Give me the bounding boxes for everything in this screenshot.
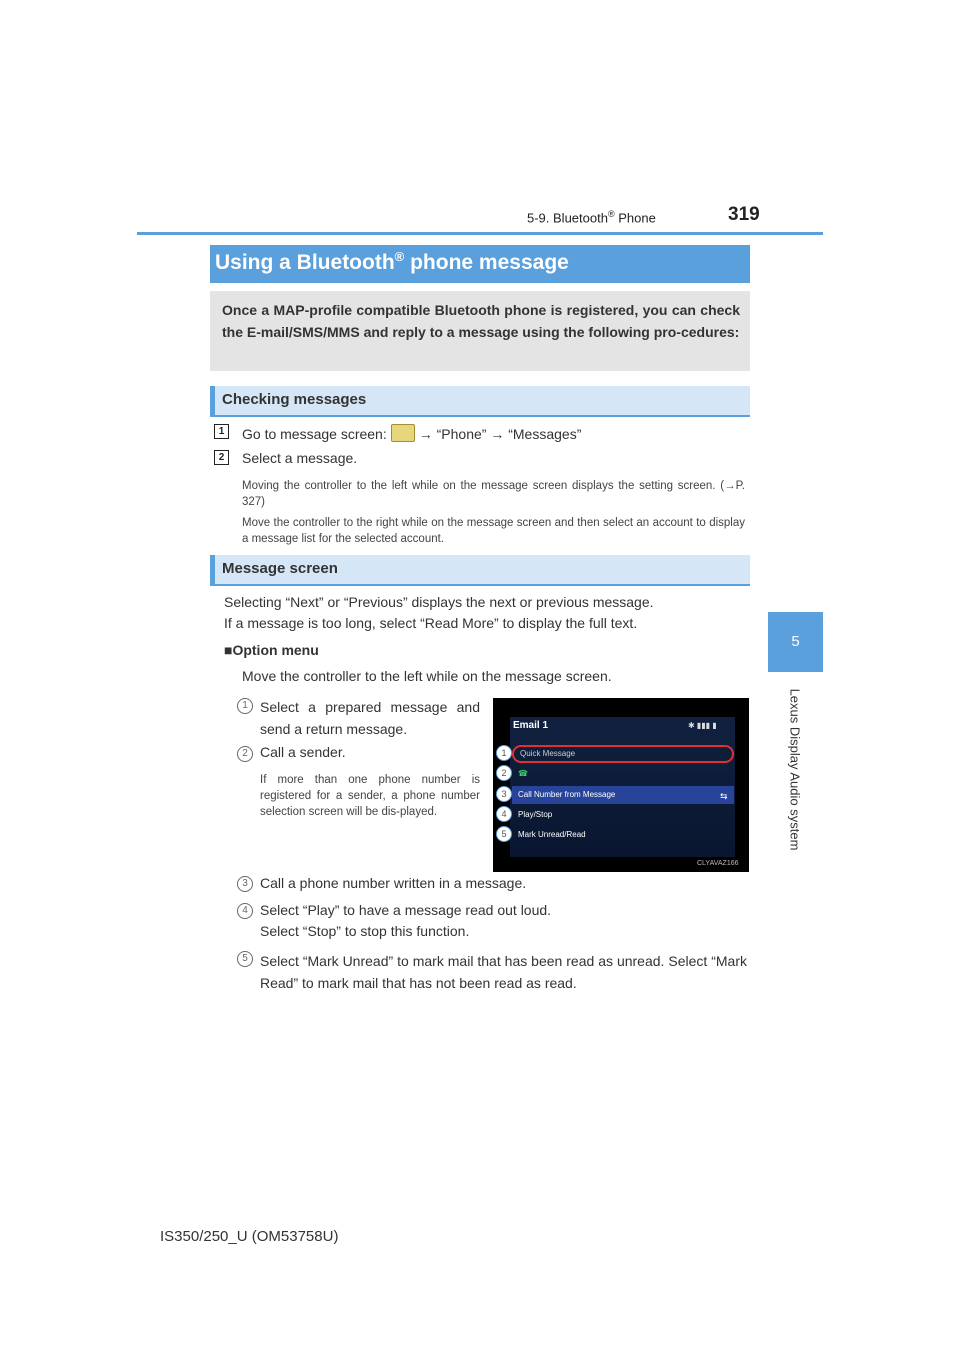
screen-title: Email 1 [513,720,549,731]
step-1-badge: 1 [214,424,229,439]
menu-quick-message[interactable]: Quick Message [512,745,734,763]
model-code: IS350/250_U (OM53758U) [160,1228,339,1245]
checking-heading-bar [210,386,750,417]
callout-4: 4 [496,806,512,822]
callout-1: 1 [496,745,512,761]
message-heading: Message screen [222,560,338,577]
step-2-badge: 2 [214,450,229,465]
menu-mark-unread-read[interactable]: Mark Unread/Read [518,830,586,839]
menu-call-number[interactable]: Call Number from Message [512,786,734,804]
callout-3: 3 [496,786,512,802]
menu-icon [390,424,415,442]
message-line-1: Selecting “Next” or “Previous” displays … [224,594,654,610]
title-bar [210,245,750,283]
item-4-text-2: Select “Stop” to stop this function. [260,923,470,939]
item-5-text: Select “Mark Unread” to mark mail that h… [260,953,747,991]
intro-text: Once a MAP-profile compatible Bluetooth … [222,302,740,340]
item-1-badge: 1 [237,698,253,714]
status-icons: ✱ ▮▮▮ ▮ [688,721,717,730]
note-account: Move the controller to the right while o… [242,517,745,545]
item-2-text: Call a sender. [260,744,346,760]
intro-box [210,291,750,371]
chapter-tab: 5 [768,612,823,672]
screen-arrow-icon: ⇆ [720,791,728,801]
heading-accent [210,386,215,415]
step-1-text: Go to message screen:→ “Phone” → “Messag… [242,424,582,442]
item-5-badge: 5 [237,951,253,967]
page-title: Using a Bluetooth® phone message [215,249,569,274]
page-number: 319 [728,204,760,225]
image-code: CLYAVAZ166 [697,860,739,867]
callout-5: 5 [496,826,512,842]
checking-heading: Checking messages [222,391,367,408]
message-line-2: If a message is too long, select “Read M… [224,615,638,631]
item-3-badge: 3 [237,876,253,892]
item-4-badge: 4 [237,903,253,919]
step-2-text: Select a message. [242,450,358,466]
item-1-text: Select a prepared message and send a ret… [260,699,480,737]
menu-play-stop[interactable]: Play/Stop [518,810,553,819]
section-title: 5-9. Bluetooth® Phone [527,209,656,226]
option-menu-heading: ■Option menu [224,642,319,658]
item-2-badge: 2 [237,746,253,762]
menu-call-sender[interactable]: ☎ [518,769,528,778]
item-2-note: If more than one phone number is registe… [260,774,480,818]
chapter-label: Lexus Display Audio system [787,688,803,851]
callout-2: 2 [496,765,512,781]
note-setting: Moving the controller to the left while … [242,480,745,508]
item-4-text: Select “Play” to have a message read out… [260,902,552,918]
header-rule [137,232,823,235]
message-heading-bar [210,555,750,586]
item-3-text: Call a phone number written in a message… [260,875,527,891]
option-menu-intro: Move the controller to the left while on… [242,668,612,684]
heading-accent [210,555,215,584]
